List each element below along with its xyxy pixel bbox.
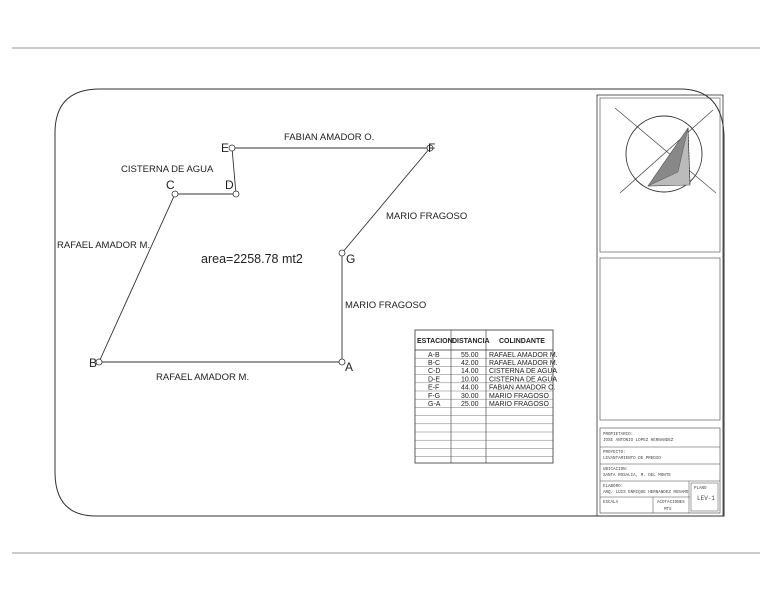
- side-bc-label: RAFAEL AMADOR M.: [57, 240, 150, 251]
- table-header-colindante: COLINDANTE: [499, 338, 545, 345]
- table-cell-distancia: 10.00: [461, 376, 479, 383]
- table-cell-colindante: MARIO FRAGOSO: [489, 401, 549, 408]
- table-cell-distancia: 30.00: [461, 393, 479, 400]
- table-cell-distancia: 55.00: [461, 352, 479, 359]
- table-cell-estacion: B-C: [428, 360, 440, 367]
- point-c-label: C: [166, 178, 175, 192]
- north-symbol: [614, 107, 717, 194]
- point-g-label: G: [346, 252, 355, 266]
- table-cell-estacion: A-B: [428, 352, 440, 359]
- point-f-label: F: [428, 141, 435, 155]
- table-cell-colindante: FABIAN AMADOR O.: [489, 385, 556, 392]
- ubicacion-label: UBICACION:: [603, 468, 628, 472]
- table-cell-estacion: E-F: [428, 385, 439, 392]
- ubicacion-value: SANTA ROSALIA, M. DEL MONTE: [603, 474, 671, 478]
- point-d-label: D: [225, 178, 234, 192]
- title-block: PROPIETARIO: JOSE ANTONIO LOPEZ HERNANDE…: [596, 94, 724, 517]
- proyecto-label: PROYECTO:: [603, 451, 626, 455]
- side-ef-label: FABIAN AMADOR O.: [284, 132, 374, 143]
- table-cell-estacion: F-G: [428, 393, 440, 400]
- notes-panel: [599, 257, 721, 421]
- side-ga-label: MARIO FRAGOSO: [345, 300, 426, 311]
- north-panel: [599, 97, 721, 253]
- vertex-e-marker: [228, 144, 236, 152]
- table-cell-colindante: RAFAEL AMADOR M.: [489, 352, 558, 359]
- vertex-markers: [95, 144, 434, 366]
- area-label: area=2258.78 mt2: [201, 252, 303, 266]
- elaboro-label: ELABORO:: [603, 485, 623, 489]
- drawing-frame: [54, 88, 725, 517]
- vertex-b-marker: [95, 358, 103, 366]
- table-header-distancia: DISTANCIA: [452, 338, 490, 345]
- point-e-label: E: [221, 141, 229, 155]
- vertex-f-marker: [426, 144, 434, 152]
- side-fg-label: MARIO FRAGOSO: [386, 211, 467, 222]
- table-cell-distancia: 42.00: [461, 360, 479, 367]
- table-cell-colindante: CISTERNA DE AGUA: [489, 368, 557, 375]
- propietario-value: JOSE ANTONIO LOPEZ HERNANDEZ: [603, 439, 674, 443]
- propietario-label: PROPIETARIO:: [603, 433, 633, 437]
- table-cell-colindante: RAFAEL AMADOR M.: [489, 360, 558, 367]
- side-cd-label: CISTERNA DE AGUA: [121, 164, 214, 175]
- point-b-label: B: [89, 356, 97, 370]
- table-header-estacion: ESTACION: [417, 338, 453, 345]
- vertex-a-marker: [338, 358, 346, 366]
- vertex-g-marker: [338, 249, 346, 257]
- table-cell-distancia: 14.00: [461, 368, 479, 375]
- table-cell-estacion: G-A: [428, 401, 441, 408]
- acotaciones-value: MTS: [664, 508, 672, 512]
- escala-label: ESCALA: [603, 501, 619, 505]
- side-ab-label: RAFAEL AMADOR M.: [156, 372, 249, 383]
- table-cell-colindante: CISTERNA DE AGUA: [489, 376, 557, 383]
- lot-boundary: [98, 147, 431, 363]
- table-cell-estacion: D-E: [428, 376, 440, 383]
- acotaciones-label: ACOTACIONES: [657, 501, 685, 505]
- table-cell-distancia: 44.00: [461, 385, 479, 392]
- plano-label: PLANO: [694, 487, 707, 491]
- table-cell-estacion: C-D: [428, 368, 440, 375]
- vertex-c-marker: [171, 190, 179, 198]
- vertex-d-marker: [232, 190, 240, 198]
- table-cell-distancia: 25.00: [461, 401, 479, 408]
- elaboro-value: ARQ. LUIS ENRIQUE HERNANDEZ ROSAMO: [603, 491, 689, 495]
- table-cell-colindante: MARIO FRAGOSO: [489, 393, 549, 400]
- point-a-label: A: [345, 360, 353, 374]
- proyecto-value: LEVANTAMIENTO DE PREDIO: [603, 457, 661, 461]
- plano-value: LEV-1: [697, 495, 715, 502]
